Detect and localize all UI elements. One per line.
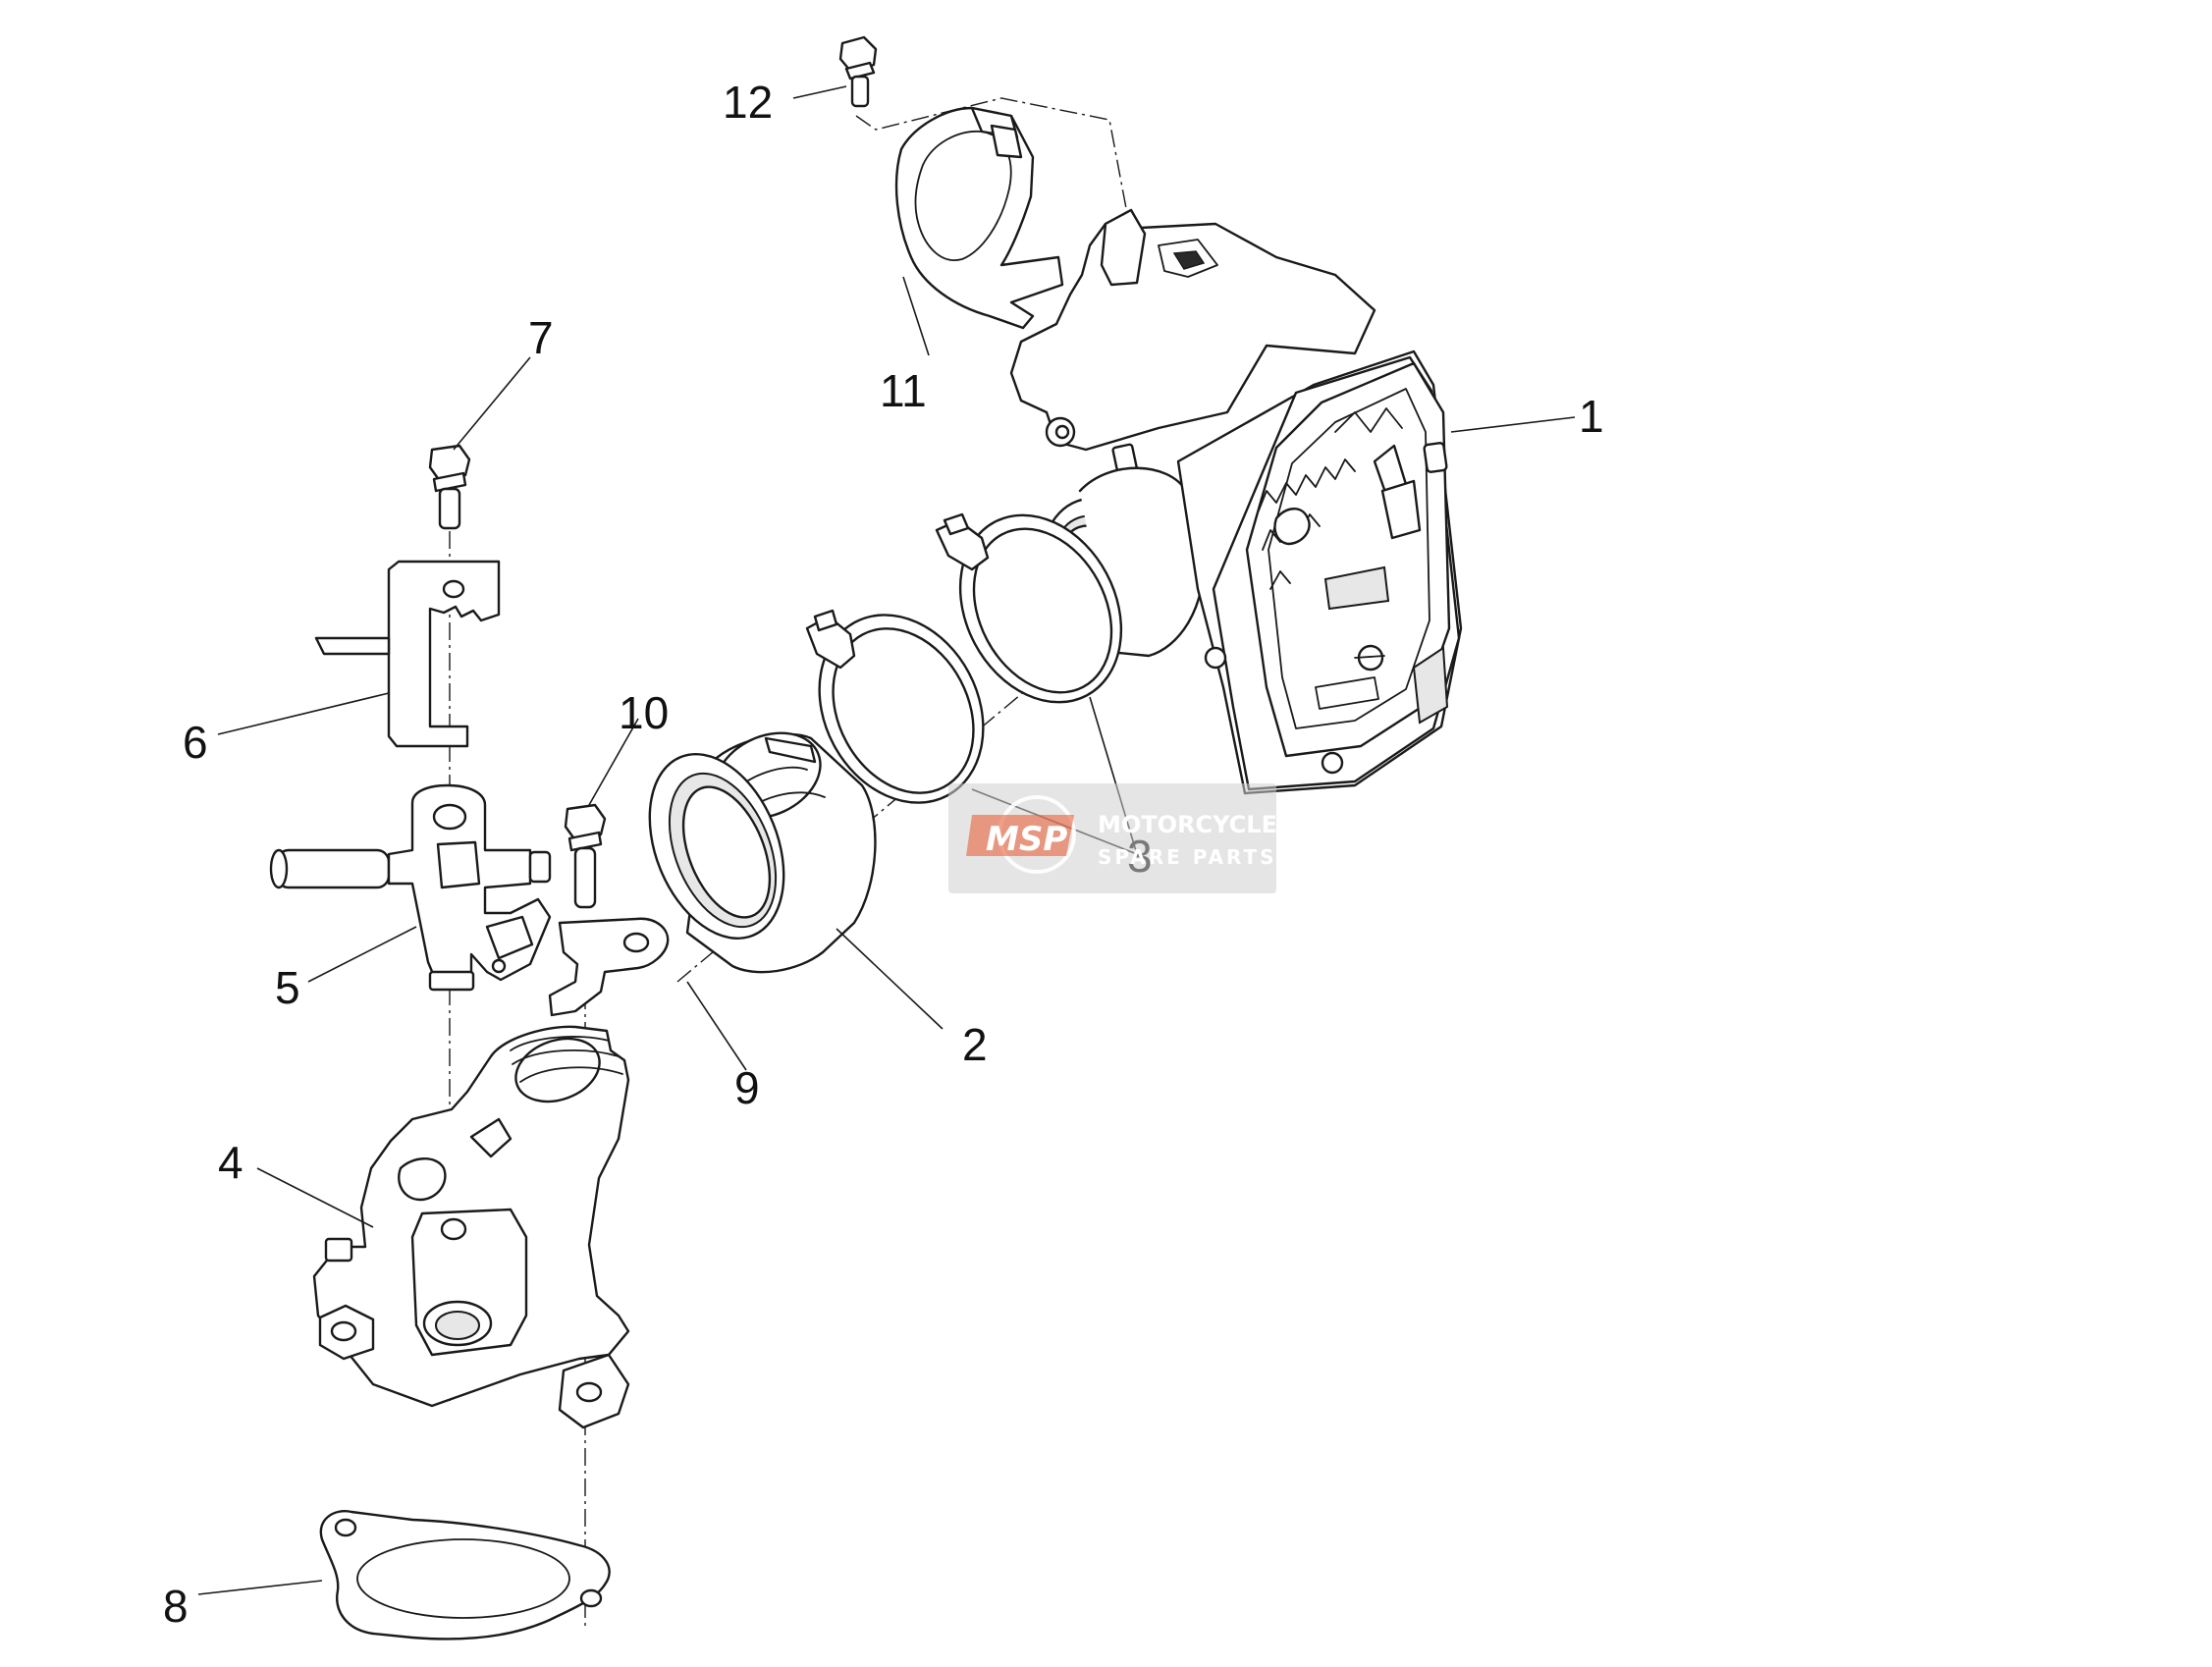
watermark-logo-text: MSP [986, 820, 1067, 859]
callout-11: 11 [880, 365, 927, 416]
callout-2: 2 [962, 1019, 988, 1070]
callout-7: 7 [528, 312, 554, 363]
watermark: MSP MOTORCYCLE SPARE PARTS [948, 783, 1277, 893]
watermark-line2: SPARE PARTS [1098, 845, 1277, 869]
part-6-bracket[interactable] [314, 560, 501, 748]
callout-8: 8 [163, 1581, 189, 1632]
callout-5: 5 [275, 962, 300, 1013]
part-9-plate[interactable] [548, 917, 670, 1017]
part-3-hose-clamp-upper[interactable] [929, 487, 1153, 730]
callout-1: 1 [1579, 391, 1604, 442]
callout-9: 9 [734, 1062, 760, 1113]
part-10-bolt[interactable] [564, 803, 607, 909]
part-7-bolt[interactable] [428, 444, 471, 530]
watermark-logo: MSP [966, 795, 1076, 874]
callout-12: 12 [723, 77, 773, 128]
part-11-bracket[interactable] [894, 106, 1064, 330]
callout-10: 10 [619, 687, 669, 738]
leader-lines [197, 85, 1576, 1595]
part-3-hose-clamp-lower[interactable] [787, 586, 1015, 832]
part-1-throttle-body[interactable] [1009, 208, 1463, 795]
part-4-intake-manifold[interactable] [312, 1025, 630, 1429]
watermark-box [948, 783, 1276, 893]
part-5-injector[interactable] [269, 783, 552, 992]
part-2-intake-sleeve[interactable] [624, 717, 877, 974]
callout-4: 4 [218, 1137, 243, 1188]
part-12-bolt[interactable] [838, 35, 878, 108]
part-8-gasket[interactable] [319, 1510, 611, 1640]
callout-6: 6 [183, 717, 208, 768]
watermark-line1: MOTORCYCLE [1098, 811, 1277, 838]
